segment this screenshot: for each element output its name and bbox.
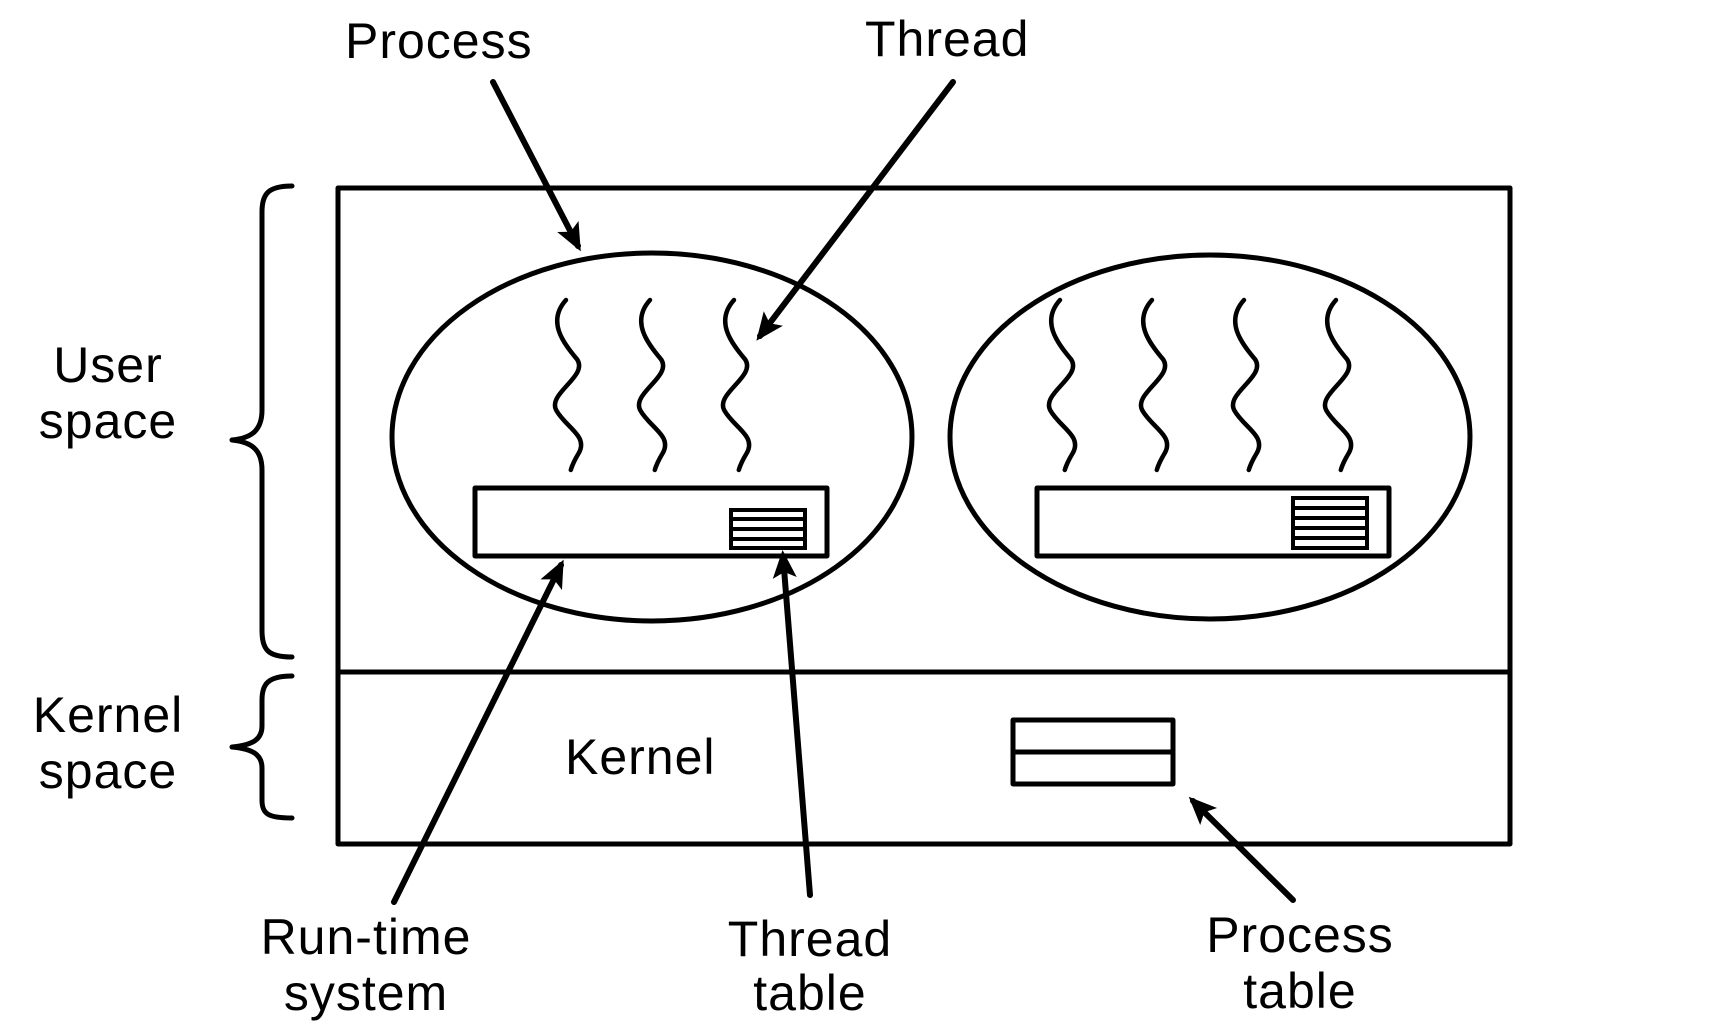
user-space-label-2: space	[39, 393, 177, 449]
thread-label: Thread	[865, 11, 1029, 67]
process-arrow	[490, 79, 581, 252]
kernel-space-label-2: space	[39, 743, 177, 799]
thread-line	[1322, 297, 1354, 473]
runtime-system-label: Run-time	[261, 909, 472, 965]
thread-line	[1138, 297, 1170, 473]
thread-table-arrow	[772, 550, 813, 898]
thread-table-left	[729, 508, 807, 550]
thread-group-left	[552, 297, 752, 473]
thread-arrow	[756, 79, 956, 341]
system-box	[335, 185, 1513, 847]
runtime-system-arrow	[391, 559, 564, 905]
process-ellipse-right	[947, 252, 1473, 622]
thread-line	[1230, 297, 1262, 473]
process-table-label: Process	[1206, 907, 1394, 963]
thread-line	[636, 297, 668, 473]
thread-table-label: Thread	[728, 911, 892, 967]
process-ellipse-left	[389, 250, 915, 624]
process-table-arrow	[1188, 796, 1296, 903]
runtime-system-box-right	[1034, 485, 1392, 559]
runtime-system-label-2: system	[284, 965, 448, 1021]
thread-line	[1046, 297, 1078, 473]
thread-table-right	[1291, 496, 1369, 550]
user-space-label: User	[53, 337, 163, 393]
kernel-space-label: Kernel	[33, 687, 184, 743]
kernel-label: Kernel	[565, 729, 716, 785]
process-table-label-2: table	[1243, 963, 1356, 1019]
thread-group-right	[1046, 297, 1354, 473]
thread-line	[552, 297, 584, 473]
runtime-system-box-left	[472, 485, 830, 559]
process-table-box	[1010, 717, 1176, 787]
thread-table-label-2: table	[753, 965, 866, 1021]
user-space-brace	[229, 183, 295, 660]
process-label: Process	[345, 13, 533, 69]
thread-line	[720, 297, 752, 473]
kernel-space-brace	[229, 673, 295, 821]
